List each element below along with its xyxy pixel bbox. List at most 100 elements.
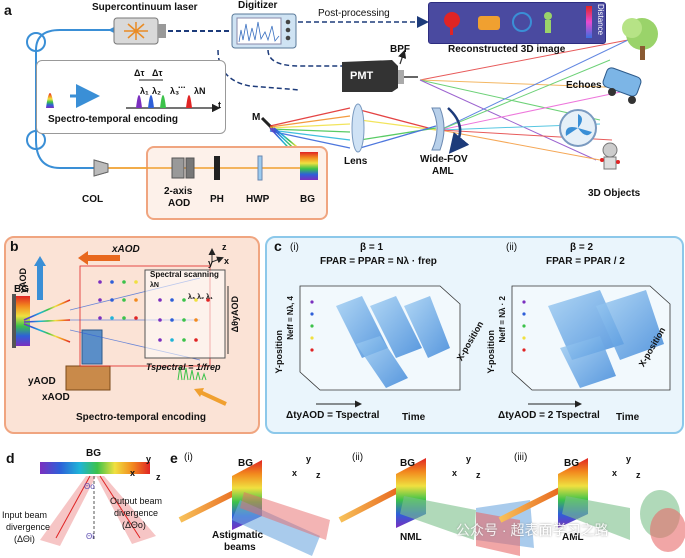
pmt-label: PMT bbox=[350, 70, 374, 82]
e-iii-label: (iii) bbox=[514, 452, 528, 463]
b-axis-z: z bbox=[222, 242, 227, 252]
d-input-1: Input beam bbox=[2, 510, 48, 520]
panel-b-letter: b bbox=[10, 238, 19, 254]
panel-b-box bbox=[4, 236, 260, 434]
dots: ... bbox=[178, 80, 186, 90]
supercontinuum-laser-icon bbox=[113, 17, 166, 45]
panel-d-drawing bbox=[40, 462, 156, 546]
panel-e-ii-drawing bbox=[338, 458, 534, 556]
aod-label-2: AOD bbox=[168, 198, 191, 209]
postprocessing-label: Post-processing bbox=[318, 8, 390, 19]
lambda-1: λ₁ bbox=[140, 86, 149, 96]
panel-e-letter: e bbox=[170, 450, 178, 466]
watermark: 公众号 · 超表面学习之路 bbox=[456, 522, 609, 538]
e-aml: AML bbox=[562, 532, 584, 543]
reconstructed-label: Reconstructed 3D image bbox=[448, 44, 566, 55]
panel-e-i-drawing bbox=[178, 460, 330, 556]
b-axis-x: x bbox=[224, 256, 230, 266]
e-iii-x: x bbox=[612, 468, 618, 478]
d-axis-z: z bbox=[156, 472, 161, 482]
col-label: COL bbox=[82, 194, 104, 205]
ph-label: PH bbox=[210, 194, 224, 205]
panel-a-letter: a bbox=[4, 2, 12, 18]
e-astig-2: beams bbox=[224, 542, 256, 553]
d-output-3: (ΔΘo) bbox=[122, 520, 146, 530]
encoding-caption: Spectro-temporal encoding bbox=[48, 114, 179, 125]
c-ii-time: Time bbox=[616, 412, 640, 423]
bpf-label: BPF bbox=[390, 44, 410, 55]
delta-tau-2: Δτ bbox=[152, 68, 163, 78]
c-ii-beta: β = 2 bbox=[570, 242, 594, 253]
e-i-z: z bbox=[316, 470, 321, 480]
c-i-fpar: FPAR = PPAR = Nλ · frep bbox=[320, 256, 437, 267]
e-iii-y: y bbox=[626, 454, 632, 464]
echo-rays bbox=[419, 39, 631, 161]
e-astig-1: Astigmatic bbox=[212, 530, 264, 541]
lens-label: Lens bbox=[344, 156, 368, 167]
rotation-arrow bbox=[447, 107, 470, 154]
c-i-label: (i) bbox=[290, 242, 299, 253]
lambda-2: λ₂ bbox=[152, 86, 162, 96]
c-ii-label: (ii) bbox=[506, 242, 518, 253]
e-ii-bg: BG bbox=[400, 458, 415, 469]
tree-icon bbox=[622, 18, 658, 60]
car-icon bbox=[602, 67, 642, 104]
c-i-time: Time bbox=[402, 412, 426, 423]
aml-icon bbox=[431, 107, 445, 151]
b-axis-y: y bbox=[208, 258, 214, 268]
d-output-1: Output beam bbox=[110, 496, 163, 506]
delta-tau-1: Δτ bbox=[134, 68, 145, 78]
t-axis: t bbox=[218, 100, 221, 110]
e-ii-y: y bbox=[466, 454, 472, 464]
c-i-ypos: Y-position bbox=[274, 330, 284, 374]
lambda-3: λ₃ bbox=[170, 86, 180, 96]
e-ii-label: (ii) bbox=[352, 452, 364, 463]
echoes-label: Echoes bbox=[566, 80, 602, 91]
d-theta-o: Θo bbox=[84, 482, 95, 491]
d-axis-y: y bbox=[146, 454, 152, 464]
aml-label: AML bbox=[432, 166, 454, 177]
fan-icon bbox=[559, 109, 597, 147]
mirror-label: M bbox=[252, 112, 261, 123]
e-i-bg: BG bbox=[238, 458, 253, 469]
c-ii-ypos: Y-position bbox=[486, 330, 496, 374]
distance-label: Distance bbox=[596, 4, 605, 36]
b-yaod-label: yAOD bbox=[28, 376, 56, 387]
c-i-beta: β = 1 bbox=[360, 242, 384, 253]
e-i-label: (i) bbox=[184, 452, 193, 463]
d-theta-i: Θi bbox=[86, 532, 94, 541]
widefov-label: Wide-FOV bbox=[420, 154, 468, 165]
digitizer-label: Digitizer bbox=[238, 0, 278, 11]
panel-c-letter: c bbox=[274, 238, 282, 254]
b-lambda-321: λ₃ λ₂ λ₁ bbox=[188, 294, 213, 301]
b-bg-label: BG bbox=[14, 284, 29, 295]
c-ii-dt: ΔtyAOD = 2 Tspectral bbox=[498, 410, 600, 421]
e-ii-x: x bbox=[452, 468, 458, 478]
pmt-icon bbox=[342, 49, 418, 92]
d-bg-label: BG bbox=[86, 448, 101, 459]
delta-theta-label: ΔθyAOD bbox=[230, 296, 240, 333]
b-caption: Spectro-temporal encoding bbox=[76, 412, 207, 423]
panel-e-iii-drawing bbox=[498, 458, 685, 552]
e-iii-bg: BG bbox=[564, 458, 579, 469]
lambda-n: λN bbox=[194, 86, 206, 96]
pmt-to-digitizer-line-2 bbox=[217, 49, 301, 91]
lens-icon bbox=[351, 103, 365, 153]
digitizer-icon bbox=[231, 13, 297, 49]
c-i-dt: ΔtyAOD = Tspectral bbox=[286, 410, 380, 421]
tspectral-label: Tspectral = 1/frep bbox=[146, 362, 221, 372]
aod-label-1: 2-axis bbox=[164, 186, 193, 197]
e-iii-z: z bbox=[636, 470, 641, 480]
xaod-arrow-label: xAOD bbox=[112, 244, 140, 255]
robot-icon bbox=[600, 142, 620, 170]
c-ii-fpar: FPAR = PPAR / 2 bbox=[546, 256, 625, 267]
d-axis-x: x bbox=[130, 468, 136, 478]
d-input-3: (ΔΘi) bbox=[14, 534, 35, 544]
d-output-2: divergence bbox=[114, 508, 159, 518]
spectral-scanning-label: Spectral scanning bbox=[150, 270, 219, 279]
b-xaod-label: xAOD bbox=[42, 392, 70, 403]
e-nml: NML bbox=[400, 532, 422, 543]
d-input-2: divergence bbox=[6, 522, 51, 532]
encoding-box bbox=[36, 60, 226, 134]
pmt-to-digitizer-line bbox=[267, 49, 360, 67]
